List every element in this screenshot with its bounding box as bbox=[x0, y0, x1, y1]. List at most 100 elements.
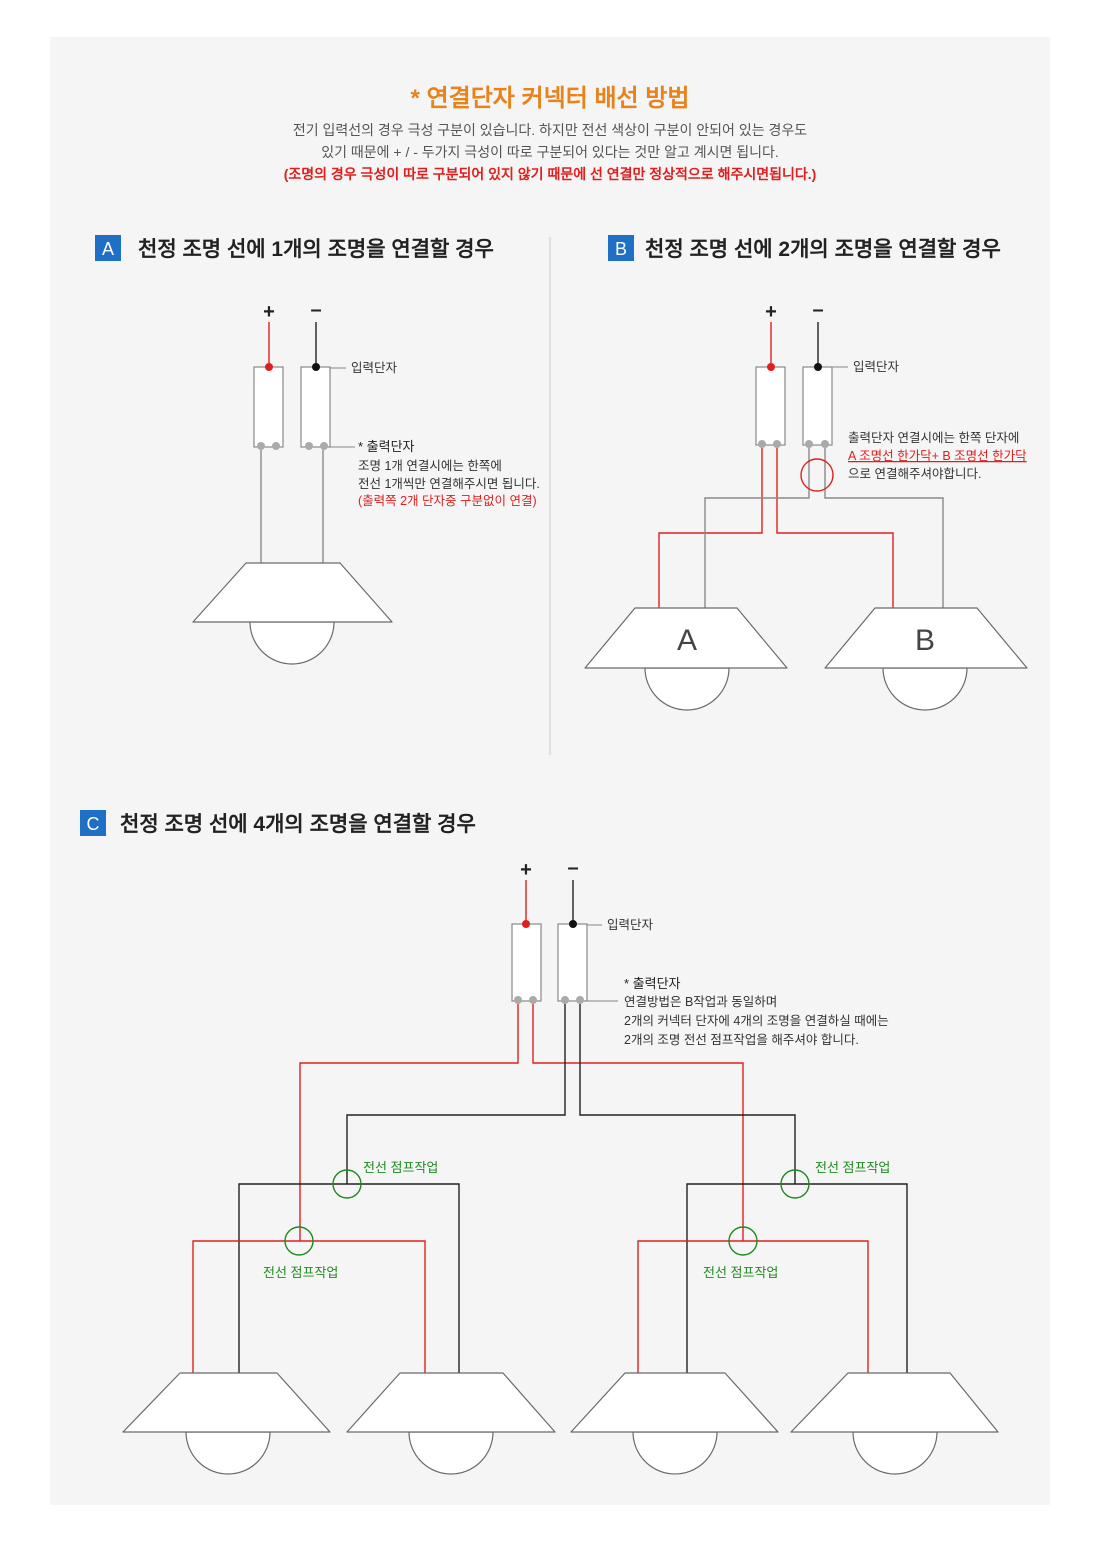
note-line-1: 연결방법은 B작업과 동일하며 bbox=[624, 995, 777, 1009]
lamp-shade bbox=[346, 1372, 556, 1433]
negative-input-point bbox=[814, 363, 822, 371]
section-b-heading: B 천정 조명 선에 2개의 조명을 연결할 경우 bbox=[608, 235, 1001, 261]
connector-terminal-right bbox=[557, 923, 588, 1002]
minus-sign: – bbox=[567, 857, 578, 879]
output-pin bbox=[821, 440, 829, 448]
jump-label: 전선 점프작업 bbox=[815, 1160, 890, 1175]
output-pin bbox=[320, 442, 328, 450]
positive-input-point bbox=[265, 363, 273, 371]
warning-note: (조명의 경우 극성이 따로 구분되어 있지 않기 때문에 선 연결만 정상적으… bbox=[284, 166, 817, 182]
output-pin bbox=[561, 996, 569, 1004]
section-a-badge bbox=[95, 235, 121, 261]
minus-sign: – bbox=[812, 299, 823, 321]
note-line-2: 2개의 커넥터 단자에 4개의 조명을 연결하실 때에는 bbox=[624, 1014, 889, 1028]
section-c-heading: C 천정 조명 선에 4개의 조명을 연결할 경우 bbox=[80, 810, 476, 836]
bulb bbox=[632, 1431, 718, 1475]
output-pin bbox=[805, 440, 813, 448]
output-pin bbox=[305, 442, 313, 450]
section-c-badge-letter: C bbox=[87, 814, 100, 834]
right-negative-jump bbox=[686, 1183, 908, 1373]
negative-input-point bbox=[569, 920, 577, 928]
note-warning: (출력쪽 2개 단자중 구분없이 연결) bbox=[358, 494, 537, 508]
lamp-a-positive-wire bbox=[658, 448, 763, 608]
bulb bbox=[644, 667, 730, 711]
lamp-b-label: B bbox=[915, 624, 935, 657]
right-group-positive-wire bbox=[532, 1004, 744, 1241]
bulb bbox=[185, 1431, 271, 1475]
positive-input-point bbox=[522, 920, 530, 928]
output-pin bbox=[529, 996, 537, 1004]
left-group-positive-wire bbox=[299, 1004, 519, 1241]
bulb bbox=[408, 1431, 494, 1475]
note-line-3: 으로 연결해주셔야합니다. bbox=[848, 467, 981, 481]
note-line-2: 전선 1개씩만 연결해주시면 됩니다. bbox=[358, 477, 540, 491]
lamp-a-shade bbox=[584, 607, 788, 669]
section-c-badge bbox=[80, 810, 106, 836]
note-line-3: 2개의 조명 전선 점프작업을 해주셔야 합니다. bbox=[624, 1033, 859, 1047]
description-line-1: 전기 입력선의 경우 극성 구분이 있습니다. 하지만 전선 색상이 구분이 안… bbox=[293, 122, 807, 138]
note-highlight-line: A 조명선 한가닥+ B 조명선 한가닥 bbox=[848, 449, 1027, 463]
lamp-b-positive-wire bbox=[776, 448, 894, 608]
jump-point-circle bbox=[284, 1226, 314, 1256]
jump-point-circle bbox=[780, 1169, 810, 1199]
lamp-shade bbox=[790, 1372, 999, 1433]
section-b-badge-letter: B bbox=[615, 239, 627, 259]
minus-sign: – bbox=[310, 299, 321, 321]
lamp-shade bbox=[570, 1372, 779, 1433]
bulb bbox=[882, 667, 968, 711]
plus-sign: + bbox=[263, 301, 275, 323]
lamp-b-shade bbox=[824, 607, 1028, 669]
section-a-badge-letter: A bbox=[102, 239, 114, 259]
connector-terminal-left bbox=[755, 366, 786, 446]
negative-input-point bbox=[312, 363, 320, 371]
right-group-negative-wire bbox=[579, 1004, 796, 1184]
output-terminal-label: * 출력단자 bbox=[624, 976, 681, 991]
description-line-2: 있기 때문에 + / - 두가지 극성이 따로 구분되어 있다는 것만 알고 계… bbox=[321, 144, 779, 160]
diagram-b: + – 입력단자 출력단자 연결시에는 한쪽 단자에 A 조명선 한가닥+ B … bbox=[584, 299, 1028, 711]
section-a-title: 천정 조명 선에 1개의 조명을 연결할 경우 bbox=[138, 238, 494, 261]
lamp-b-negative-wire bbox=[824, 448, 944, 608]
section-b-badge bbox=[608, 235, 634, 261]
section-b-title: 천정 조명 선에 2개의 조명을 연결할 경우 bbox=[645, 238, 1001, 261]
lamp-a-negative-wire bbox=[704, 448, 810, 608]
input-terminal-label: 입력단자 bbox=[853, 360, 900, 374]
connector-terminal-left bbox=[511, 923, 542, 1002]
lamp-shade bbox=[122, 1372, 331, 1433]
output-terminal-label: * 출력단자 bbox=[358, 439, 415, 454]
diagram-c: + – 입력단자 * 출력단자 연결방법은 B작업과 동일하며 2개의 커넥터 … bbox=[122, 857, 999, 1475]
output-pin bbox=[758, 440, 766, 448]
bulb bbox=[852, 1431, 938, 1475]
jump-label: 전선 점프작업 bbox=[363, 1160, 438, 1175]
connector-terminal-right bbox=[300, 366, 331, 448]
plus-sign: + bbox=[520, 859, 532, 881]
lamp-shade bbox=[192, 562, 393, 623]
left-group-negative-wire bbox=[346, 1004, 566, 1184]
bulb bbox=[249, 621, 335, 665]
output-pin bbox=[514, 996, 522, 1004]
section-a-heading: A 천정 조명 선에 1개의 조명을 연결할 경우 bbox=[95, 235, 494, 261]
right-positive-jump bbox=[637, 1240, 869, 1373]
output-pin bbox=[773, 440, 781, 448]
output-pin bbox=[576, 996, 584, 1004]
input-terminal-label: 입력단자 bbox=[351, 361, 398, 375]
note-line-1: 조명 1개 연결시에는 한쪽에 bbox=[358, 459, 502, 473]
connector-terminal-left bbox=[253, 366, 284, 448]
page-title: * 연결단자 커넥터 배선 방법 bbox=[411, 85, 690, 112]
input-terminal-label: 입력단자 bbox=[607, 918, 654, 932]
left-negative-jump bbox=[238, 1183, 460, 1373]
section-c-title: 천정 조명 선에 4개의 조명을 연결할 경우 bbox=[120, 813, 476, 836]
connector-terminal-right bbox=[802, 366, 833, 446]
lamp-a-label: A bbox=[677, 624, 697, 657]
jump-label: 전선 점프작업 bbox=[703, 1265, 778, 1280]
highlight-circle bbox=[800, 458, 834, 492]
diagram-a: + – 입력단자 * 출력단자 조명 1개 연결시에는 한쪽에 전선 1개씩만 … bbox=[192, 299, 540, 665]
output-pin bbox=[272, 442, 280, 450]
positive-input-point bbox=[767, 363, 775, 371]
note-line-1: 출력단자 연결시에는 한쪽 단자에 bbox=[848, 431, 1019, 445]
left-positive-jump bbox=[192, 1240, 426, 1373]
plus-sign: + bbox=[765, 301, 777, 323]
jump-point-circle bbox=[332, 1169, 362, 1199]
output-pin bbox=[257, 442, 265, 450]
jump-label: 전선 점프작업 bbox=[263, 1265, 338, 1280]
